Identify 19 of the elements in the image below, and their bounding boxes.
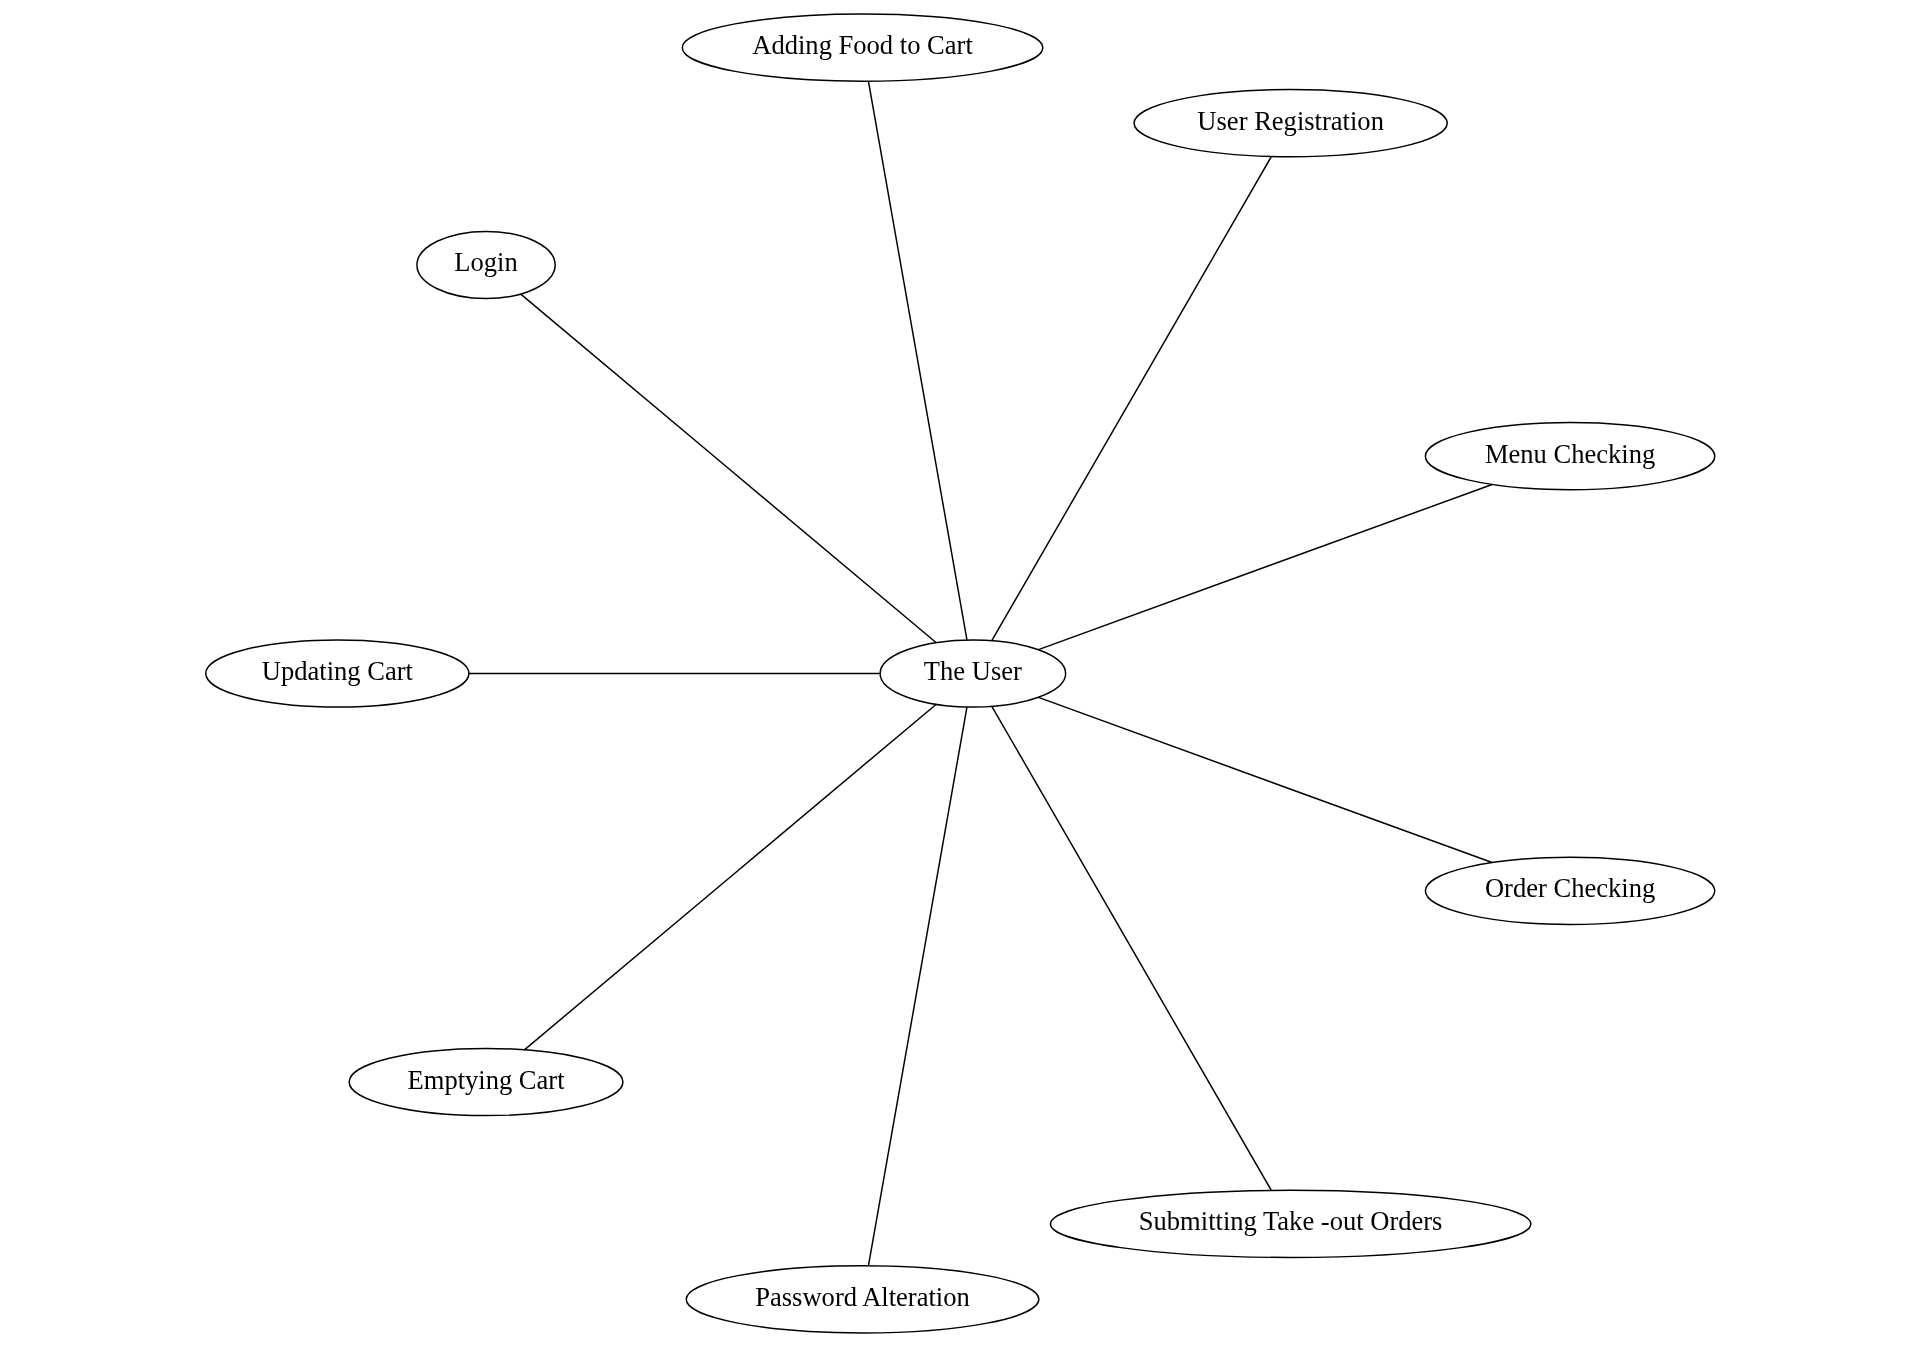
node-ellipse: Submitting Take -out Orders xyxy=(1049,1189,1532,1259)
connector xyxy=(867,80,968,641)
connector xyxy=(467,672,881,675)
node-ellipse: Menu Checking xyxy=(1424,421,1716,491)
node-ellipse: The User xyxy=(878,639,1066,708)
node-ellipse: Order Checking xyxy=(1424,856,1716,926)
node-ellipse: Updating Cart xyxy=(204,639,470,708)
connector xyxy=(1037,483,1493,651)
connector xyxy=(523,703,937,1051)
connector xyxy=(990,705,1272,1192)
node-ellipse: Emptying Cart xyxy=(347,1047,624,1117)
connector xyxy=(990,155,1272,642)
connector xyxy=(519,293,937,644)
connector xyxy=(1037,696,1493,864)
node-ellipse: Adding Food to Cart xyxy=(681,13,1043,82)
node-ellipse: Login xyxy=(415,230,556,300)
node-ellipse: User Registration xyxy=(1132,88,1448,158)
node-ellipse: Password Alteration xyxy=(685,1265,1040,1334)
connector xyxy=(867,706,968,1267)
